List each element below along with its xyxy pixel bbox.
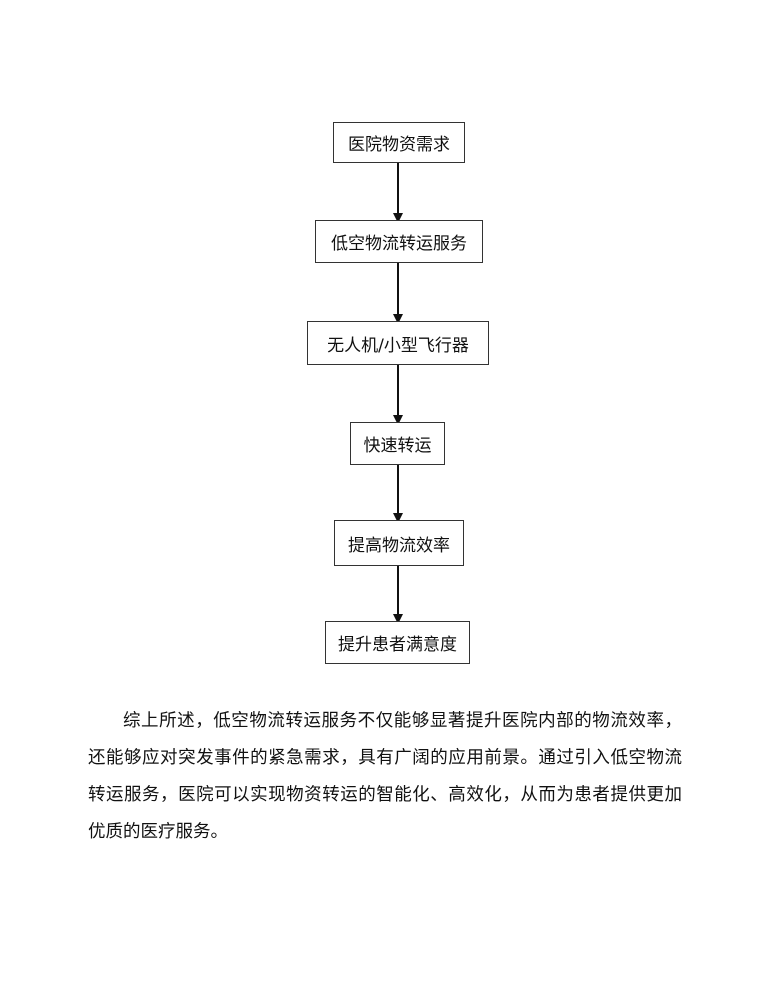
- flow-node-improve-logistics-efficiency: 提高物流效率: [334, 520, 464, 566]
- flow-node-drone-small-aircraft: 无人机/小型飞行器: [307, 321, 489, 365]
- flow-node-improve-patient-satisfaction: 提升患者满意度: [325, 621, 470, 664]
- flow-node-hospital-supply-demand: 医院物资需求: [333, 122, 465, 163]
- flow-node-rapid-transport: 快速转运: [350, 422, 445, 465]
- summary-paragraph: 综上所述，低空物流转运服务不仅能够显著提升医院内部的物流效率，还能够应对突发事件…: [88, 711, 682, 842]
- flow-node-low-altitude-logistics-service: 低空物流转运服务: [315, 220, 483, 263]
